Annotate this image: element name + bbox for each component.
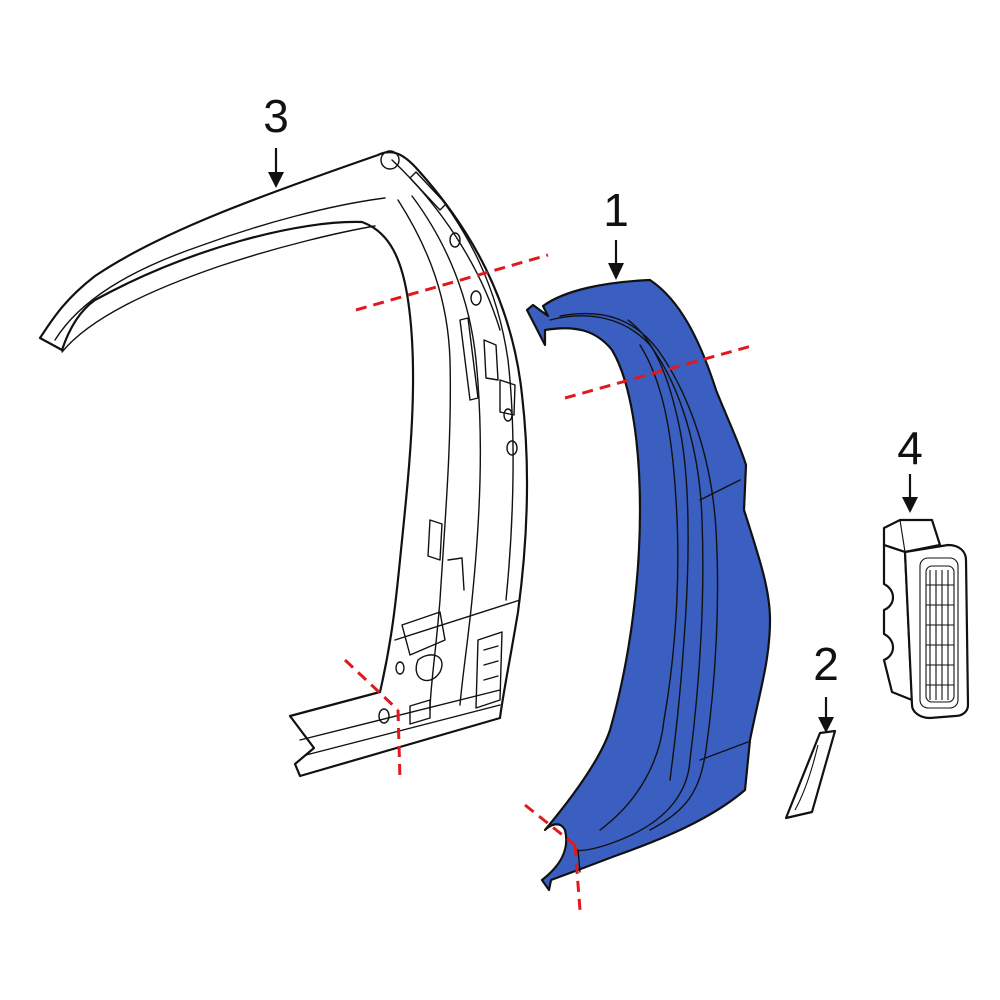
callout-label-3: 3 — [263, 90, 289, 142]
cut-line-lower-right-diag — [524, 803, 576, 847]
part-2-trim-strip[interactable] — [784, 729, 837, 820]
callout-label-1: 1 — [603, 184, 629, 236]
callout-label-4: 4 — [897, 422, 923, 474]
callout-arrowhead-4 — [902, 497, 918, 513]
callout-label-2: 2 — [813, 638, 839, 690]
cut-line-upper-right — [564, 343, 756, 400]
part-4-vent-grille[interactable] — [882, 518, 970, 720]
callout-arrows — [268, 148, 918, 733]
part-3-body-side-frame[interactable] — [38, 150, 529, 778]
cut-line-lower-left-vert — [396, 709, 402, 781]
cut-lines — [343, 253, 756, 911]
callout-arrowhead-3 — [268, 172, 284, 188]
cut-line-lower-left-diag — [343, 658, 400, 712]
part-1-pillar-reinforcement[interactable] — [525, 278, 772, 892]
cut-line-upper-left — [355, 253, 549, 312]
callout-arrowhead-1 — [608, 263, 624, 280]
callout-arrowhead-2 — [818, 717, 834, 733]
cut-line-lower-right-vert — [573, 844, 582, 911]
